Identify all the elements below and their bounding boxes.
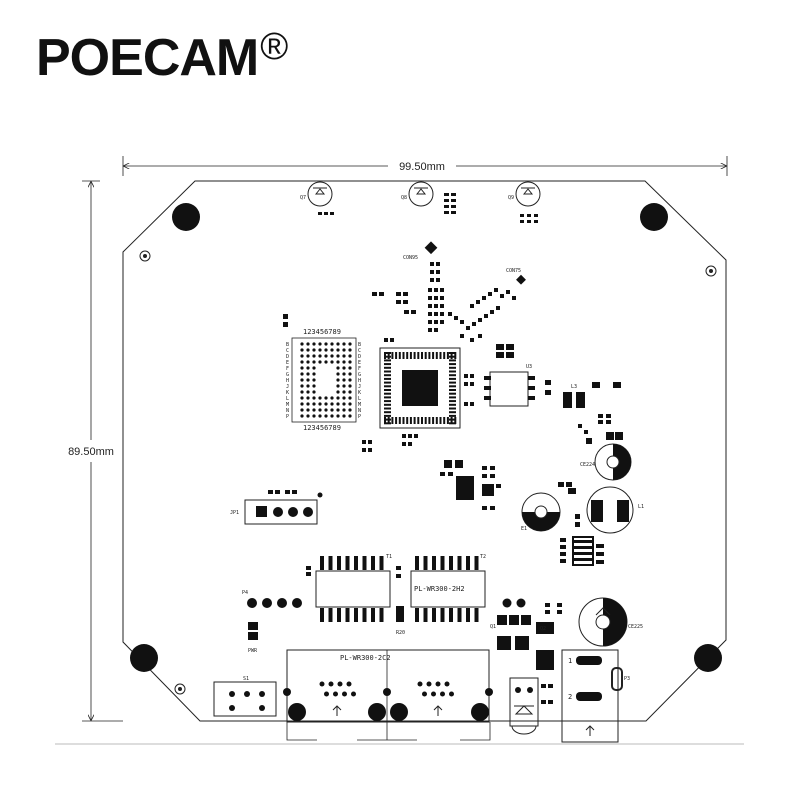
matrix-row-label: J <box>286 384 289 390</box>
jp1-label: JP1 <box>230 510 239 516</box>
t1-label: T1 <box>386 554 392 560</box>
height-label: 89.50mm <box>68 446 114 458</box>
board-outline <box>122 180 727 722</box>
matrix-row-label: D <box>286 354 289 360</box>
top-smd-pads <box>318 193 538 223</box>
t2-label: T2 <box>480 554 486 560</box>
p3-label: P3 <box>624 676 630 682</box>
matrix-row-label: N <box>286 408 289 414</box>
led1-label: Q7 <box>300 195 306 201</box>
led3-label: Q9 <box>508 195 514 201</box>
u3-label: U3 <box>526 364 532 370</box>
matrix-row-label: M <box>286 402 289 408</box>
width-dimension: 99.50mm <box>122 156 728 176</box>
brand-logo: POECAM® <box>36 28 288 87</box>
s1-label: S1 <box>243 676 249 682</box>
chip-top-label: CON95 <box>403 255 418 261</box>
brand-name: POECAM <box>36 29 259 87</box>
part-top-label: PL-WR300-2H2 <box>414 585 465 593</box>
l1-label: L1 <box>638 504 644 510</box>
l3-label: L3 <box>571 384 577 390</box>
q2-label: Q2 <box>540 626 546 632</box>
diagonal-cluster <box>372 241 526 358</box>
matrix-row-label: L <box>286 396 289 402</box>
q1-label: Q1 <box>490 624 496 630</box>
s1-switch: S1 <box>213 676 277 717</box>
led2-label: Q8 <box>401 195 407 201</box>
part-bottom-label: PL-WR300-2C2 <box>340 654 391 662</box>
transformer-t2: PL-WR300-2H2 T2 <box>410 554 486 622</box>
num2-label: 2 <box>568 693 572 701</box>
matrix-row-label: E <box>358 360 361 366</box>
height-dimension: 89.50mm <box>68 180 123 722</box>
ce224-label: CE224 <box>580 462 595 468</box>
diode-led <box>509 677 553 735</box>
rj45-connectors: PL-WR300-2C2 <box>283 649 493 741</box>
u3-module: U3 <box>484 364 535 407</box>
main-processor <box>379 347 461 429</box>
chip-decoupling <box>362 374 474 452</box>
matrix-row-label: K <box>286 390 289 396</box>
matrix-row-label: M <box>358 402 361 408</box>
matrix-row-label: P <box>358 414 361 420</box>
pwr-label: PWR <box>248 648 258 654</box>
matrix-row-label: L <box>358 396 361 402</box>
matrix-row-label: P <box>286 414 289 420</box>
matrix-row-label: H <box>358 378 361 384</box>
r20-label: R20 <box>396 630 405 636</box>
top-leds <box>307 181 541 207</box>
matrix-row-label: K <box>358 390 361 396</box>
num1-label: 1 <box>568 657 572 665</box>
matrix-row-label: C <box>286 348 289 354</box>
matrix-row-label: G <box>286 372 289 378</box>
matrix-row-label: C <box>358 348 361 354</box>
matrix-row-label: F <box>286 366 289 372</box>
jp1-header: JP1 <box>230 490 323 525</box>
mosfet-block <box>497 598 562 670</box>
ce225-label: CE225 <box>628 624 643 630</box>
matrix-row-label: F <box>358 366 361 372</box>
matrix-row-label: B <box>286 342 289 348</box>
matrix-row-label: E <box>286 360 289 366</box>
t-passives <box>306 566 404 622</box>
matrix-row-label: G <box>358 372 361 378</box>
chip-mid-label: CON75 <box>506 268 521 274</box>
matrix-row-label: J <box>358 384 361 390</box>
registered-mark: ® <box>260 26 288 68</box>
transformer-t1: T1 <box>315 554 392 622</box>
small-holes <box>139 250 717 695</box>
dc-power-jack: 1 2 P3 <box>561 649 630 743</box>
matrix-row-label: B <box>358 342 361 348</box>
electrolytic-caps <box>521 443 634 647</box>
matrix-cols-top: 123456789 <box>303 328 341 336</box>
matrix-cols-bottom: 123456789 <box>303 424 341 432</box>
mounting-holes <box>130 203 722 672</box>
matrix-row-label: D <box>358 354 361 360</box>
e1-label: E1 <box>521 526 527 532</box>
width-label: 99.50mm <box>399 161 445 173</box>
p4-label: P4 <box>242 590 248 596</box>
p4-header <box>247 598 302 640</box>
power-section <box>545 380 623 527</box>
matrix-row-label: N <box>358 408 361 414</box>
matrix-row-label: H <box>286 378 289 384</box>
